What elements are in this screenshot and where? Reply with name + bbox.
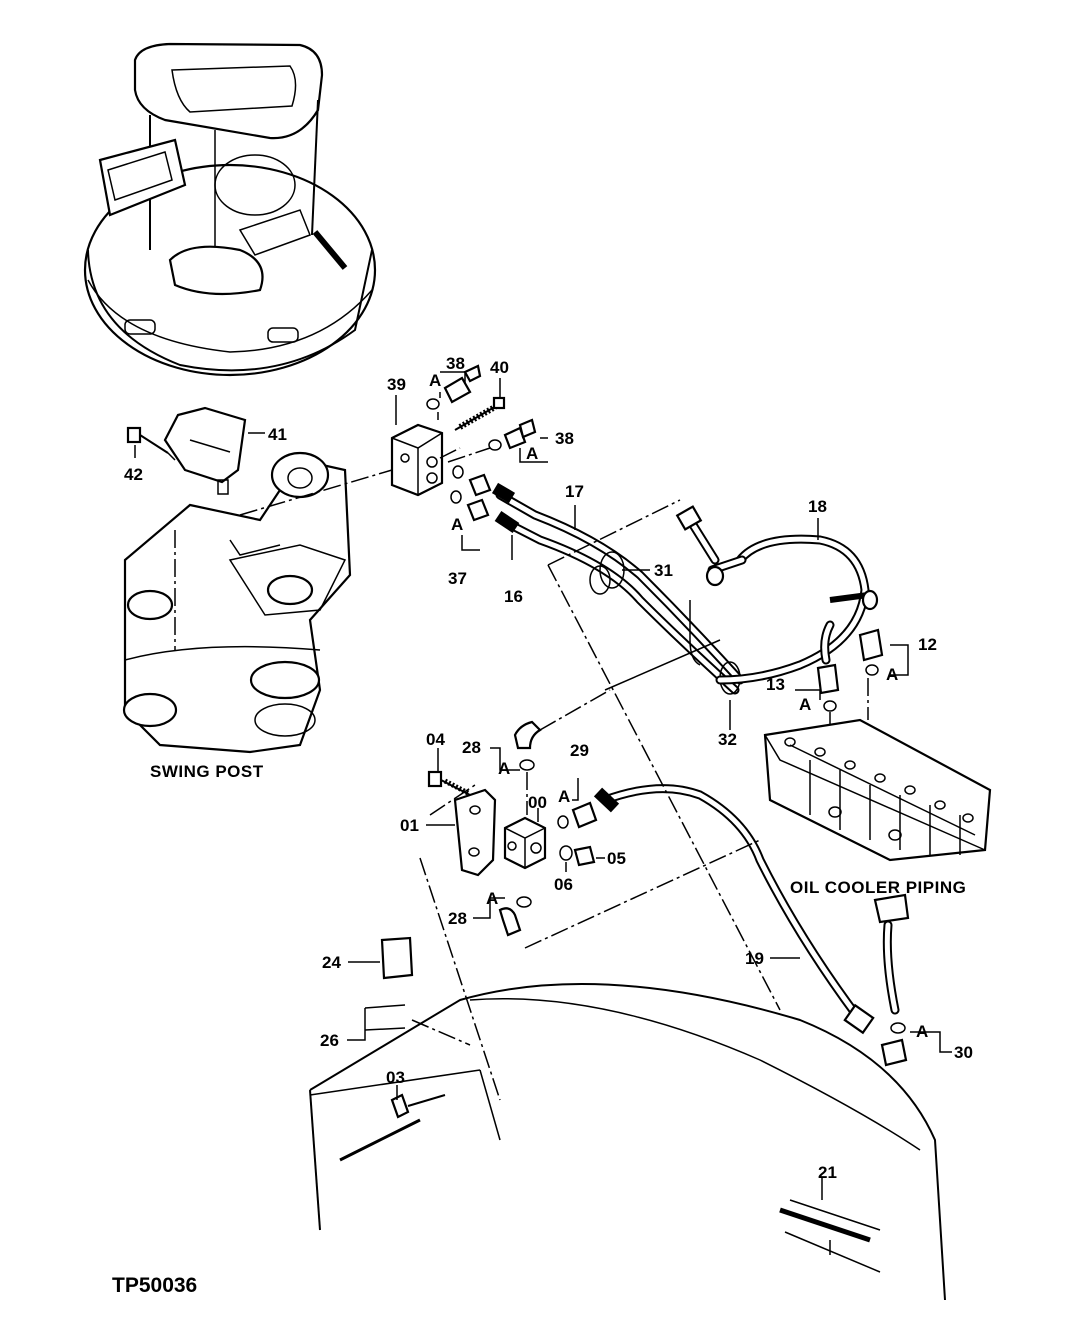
callout-05: 05 bbox=[607, 849, 626, 868]
bracket-part-41 bbox=[163, 406, 247, 495]
ref-a: A bbox=[498, 759, 510, 778]
fitting-part-28-upper bbox=[513, 720, 542, 815]
hose-part-18 bbox=[675, 505, 879, 685]
oil-cooler-piping-caption: OIL COOLER PIPING bbox=[790, 878, 966, 897]
reference-markers: A A A A A A A A A A bbox=[429, 371, 928, 1041]
callout-26: 26 bbox=[320, 1031, 339, 1050]
fitting-part-28-lower bbox=[498, 896, 532, 937]
swing-post-caption: SWING POST bbox=[150, 762, 264, 781]
callout-01: 01 bbox=[400, 816, 419, 835]
callout-28-lower: 28 bbox=[448, 909, 467, 928]
manifold-block-part-39 bbox=[390, 423, 444, 497]
callout-28-upper: 28 bbox=[462, 738, 481, 757]
washer-part-06 bbox=[559, 845, 573, 861]
hose-part-16 bbox=[494, 511, 740, 695]
callout-41: 41 bbox=[268, 425, 287, 444]
ref-a: A bbox=[451, 515, 463, 534]
callout-39: 39 bbox=[387, 375, 406, 394]
ref-a: A bbox=[429, 371, 441, 390]
hose-part-17 bbox=[491, 482, 745, 685]
fitting-part-38-upper bbox=[426, 364, 482, 420]
callout-leaders bbox=[134, 371, 952, 1200]
excavator-cab-illustration bbox=[83, 42, 377, 377]
callout-30: 30 bbox=[954, 1043, 973, 1062]
callout-12: 12 bbox=[918, 635, 937, 654]
callout-numbers: 38 40 39 41 42 38 17 18 31 37 16 12 13 3… bbox=[124, 354, 973, 1182]
callout-40: 40 bbox=[490, 358, 509, 377]
callout-04: 04 bbox=[426, 730, 445, 749]
ref-a: A bbox=[916, 1022, 928, 1041]
bolt-part-42 bbox=[126, 426, 176, 461]
bolt-part-04 bbox=[427, 770, 471, 796]
callout-38-upper: 38 bbox=[446, 354, 465, 373]
ref-a: A bbox=[558, 787, 570, 806]
body-panel-illustration bbox=[309, 983, 946, 1301]
fitting-part-38-right bbox=[447, 418, 537, 463]
plug-part-05 bbox=[573, 845, 596, 867]
callout-06: 06 bbox=[554, 875, 573, 894]
callout-38-right: 38 bbox=[555, 429, 574, 448]
callout-03: 03 bbox=[386, 1068, 405, 1087]
fitting-part-37 bbox=[450, 465, 492, 522]
swing-post-illustration bbox=[122, 451, 352, 754]
fitting-part-12 bbox=[858, 628, 884, 720]
decal-part-24 bbox=[380, 936, 414, 980]
callout-42: 42 bbox=[124, 465, 143, 484]
manifold-block-part-00 bbox=[503, 816, 547, 870]
callout-21: 21 bbox=[818, 1163, 837, 1182]
assembly-outline bbox=[419, 499, 781, 1101]
ref-a: A bbox=[799, 695, 811, 714]
center-line bbox=[239, 469, 393, 516]
ref-a: A bbox=[886, 665, 898, 684]
callout-19: 19 bbox=[745, 949, 764, 968]
bolt-part-40 bbox=[454, 396, 506, 431]
callout-24: 24 bbox=[322, 953, 341, 972]
callout-29: 29 bbox=[570, 741, 589, 760]
hose-part-19 bbox=[593, 784, 875, 1035]
callout-17: 17 bbox=[565, 482, 584, 501]
callout-37: 37 bbox=[448, 569, 467, 588]
callout-00: 00 bbox=[528, 793, 547, 812]
center-line bbox=[439, 447, 461, 459]
ref-a: A bbox=[486, 889, 498, 908]
callout-18: 18 bbox=[808, 497, 827, 516]
control-valve-illustration bbox=[763, 718, 992, 862]
oil-cooler-pipe-illustration bbox=[873, 893, 910, 1067]
callout-31: 31 bbox=[654, 561, 673, 580]
diagram-code: TP50036 bbox=[112, 1274, 197, 1297]
bracket-part-01 bbox=[453, 788, 497, 877]
fitting-part-29 bbox=[557, 801, 598, 829]
leader-line bbox=[689, 600, 701, 666]
callout-32: 32 bbox=[718, 730, 737, 749]
ref-a: A bbox=[526, 444, 538, 463]
callout-13: 13 bbox=[766, 675, 785, 694]
decal-part-26 bbox=[364, 1004, 471, 1046]
callout-16: 16 bbox=[504, 587, 523, 606]
